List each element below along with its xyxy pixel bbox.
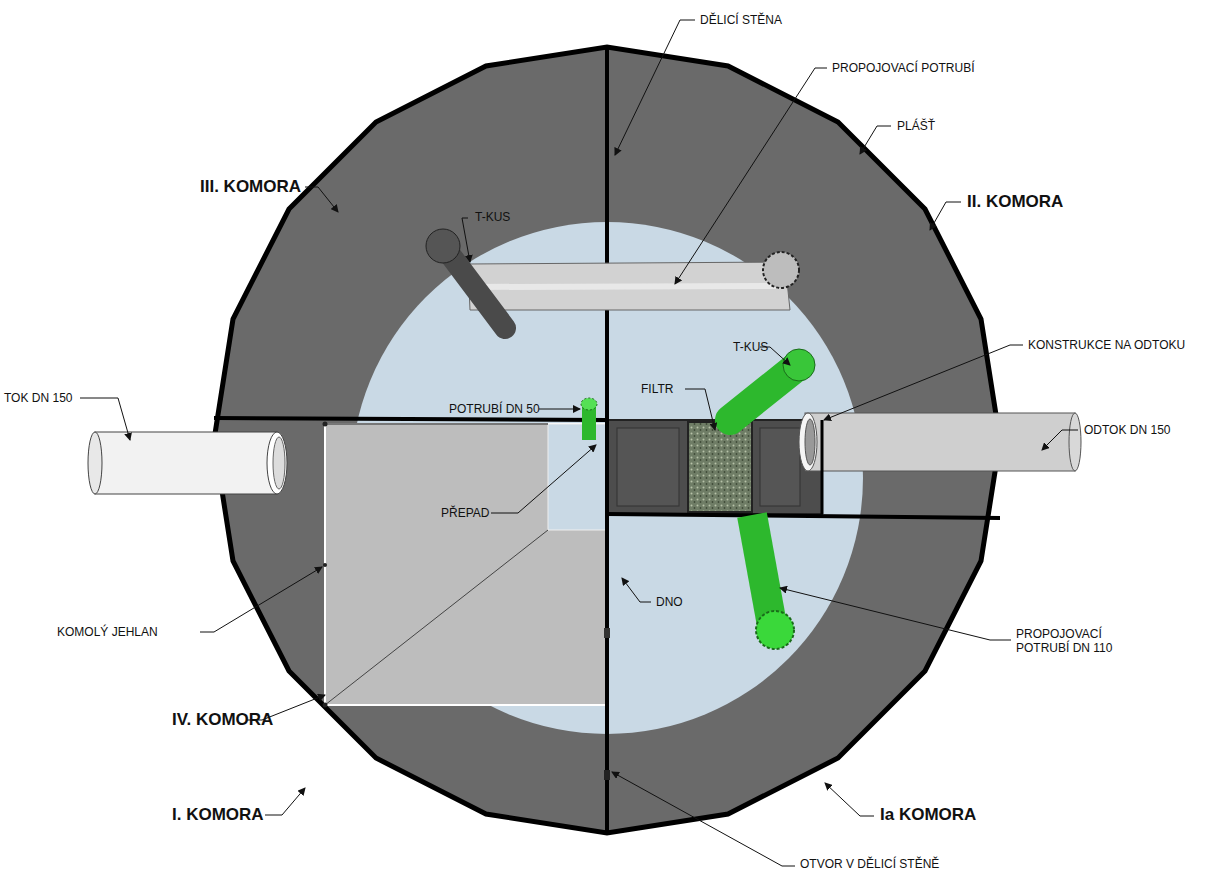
part-label: DNO bbox=[656, 595, 683, 609]
part-label: PROPOJOVACÍ POTRUBÍ DN 110 bbox=[1016, 627, 1146, 655]
chamber-label: I. KOMORA bbox=[172, 805, 264, 825]
part-label: POTRUBÍ DN 50 bbox=[449, 402, 540, 416]
part-label: FILTR bbox=[641, 382, 673, 396]
chamber-label: IV. KOMORA bbox=[172, 710, 273, 730]
part-label: PLÁŠŤ bbox=[897, 119, 935, 133]
chamber-label: II. KOMORA bbox=[967, 192, 1063, 212]
part-label: OTVOR V DĚLICÍ STĚNĚ bbox=[800, 857, 939, 871]
part-label: PŘEPAD bbox=[441, 506, 489, 520]
part-label: TOK DN 150 bbox=[4, 391, 72, 405]
part-label: T-KUS bbox=[733, 340, 768, 354]
chamber-label: III. KOMORA bbox=[200, 177, 301, 197]
part-label: KOMOLÝ JEHLAN bbox=[57, 625, 158, 639]
part-label: ODTOK DN 150 bbox=[1084, 423, 1170, 437]
part-label: KONSTRUKCE NA ODTOKU bbox=[1028, 338, 1185, 352]
part-label: T-KUS bbox=[475, 210, 510, 224]
part-label: DĚLICÍ STĚNA bbox=[700, 13, 782, 27]
part-label: PROPOJOVACÍ POTRUBÍ bbox=[832, 61, 974, 75]
chamber-label: Ia KOMORA bbox=[880, 805, 976, 825]
